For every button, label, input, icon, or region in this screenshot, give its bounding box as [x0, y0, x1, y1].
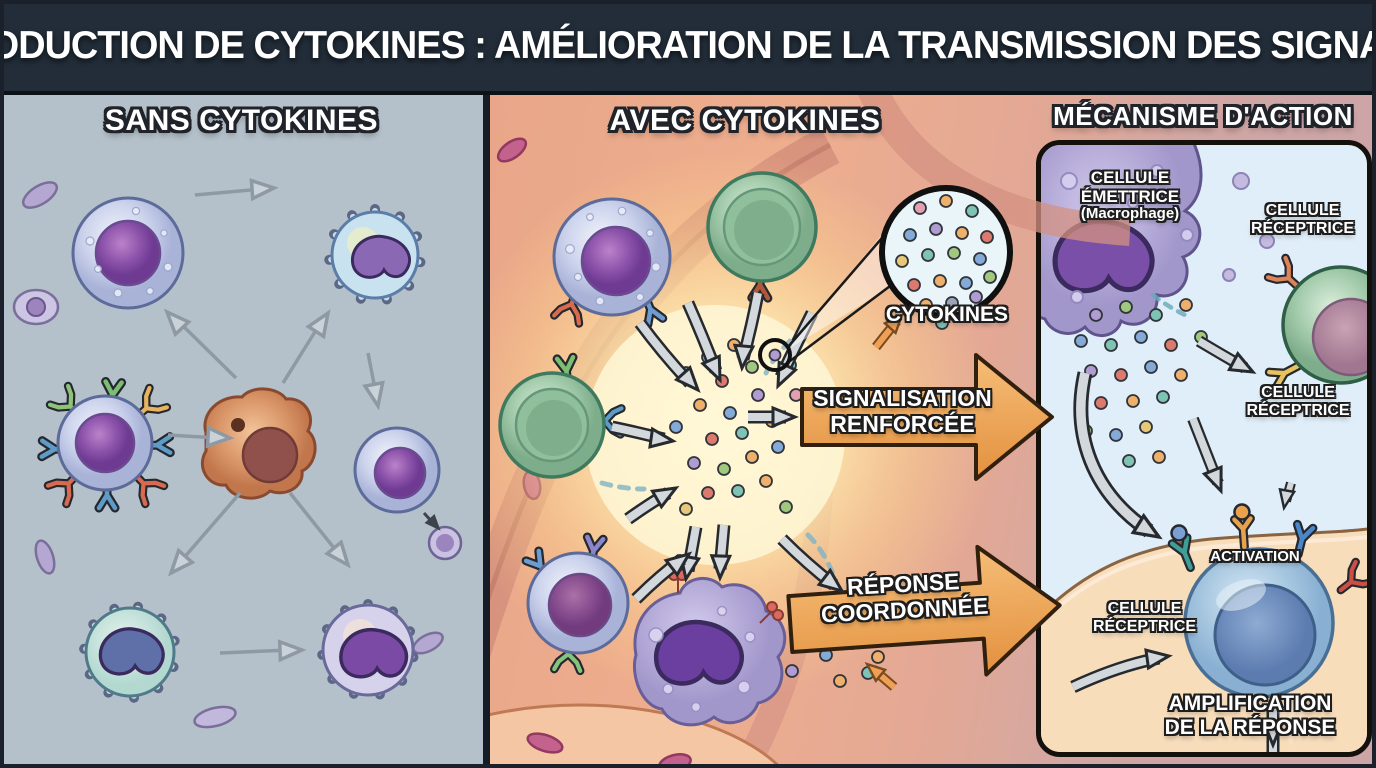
free-vesicles [1222, 172, 1275, 282]
emitter-cell-label: CELLULE ÉMETTRICE (Macrophage) [1044, 168, 1216, 223]
receptor-mid-line1: CELLULE [1261, 384, 1335, 401]
left-panel-header: SANS CYTOKINES [104, 104, 379, 137]
activation-label: ACTIVATION [1210, 548, 1300, 565]
signalisation-arrow-label: SIGNALISATION RENFORCÉE [790, 385, 1015, 438]
secreted-dashes [1150, 292, 1188, 318]
receptor-cell-green [1268, 258, 1367, 386]
receptor-bottom-label: CELLULE RÉCEPTRICE [1062, 600, 1227, 636]
receptor-mid-line2: RÉCEPTRICE [1246, 401, 1350, 419]
amplification-line1: AMPLIFICATION [1168, 692, 1332, 715]
activation-cell [1172, 504, 1368, 699]
receptor-top-label: CELLULE RÉCEPTRICE [1235, 202, 1370, 238]
middle-panel-header: AVEC CYTOKINES [609, 104, 881, 137]
receptor-bottom-line2: RÉCEPTRICE [1092, 617, 1197, 635]
signalisation-line1: SIGNALISATION [813, 385, 992, 411]
amplification-line2: DE LA RÉPONSE [1164, 715, 1336, 739]
panel-divider [483, 95, 490, 768]
receptor-mid-label: CELLULE RÉCEPTRICE [1228, 384, 1368, 420]
receptor-bottom-line1: CELLULE [1107, 600, 1182, 617]
emitter-line2: ÉMETTRICE [1080, 187, 1180, 207]
mechanism-arrows [1070, 335, 1296, 752]
cytokines-inset-label: CYTOKINES [885, 303, 1009, 326]
panel-sans-cytokines [0, 95, 483, 768]
signalisation-line2: RENFORCÉE [830, 410, 975, 437]
title-bar: PRODUCTION DE CYTOKINES : AMÉLIORATION D… [0, 0, 1376, 95]
receptor-top-line1: CELLULE [1265, 202, 1340, 219]
amplification-label: AMPLIFICATION DE LA RÉPONSE [1126, 692, 1374, 739]
watermark [1277, 690, 1305, 746]
right-panel-header: MÉCANISME D'ACTION [1053, 101, 1353, 131]
emitter-line1: CELLULE [1090, 168, 1170, 187]
receptor-top-line2: RÉCEPTRICE [1250, 219, 1355, 237]
page-title: PRODUCTION DE CYTOKINES : AMÉLIORATION D… [0, 23, 1376, 67]
emitter-line3: (Macrophage) [1080, 205, 1180, 223]
